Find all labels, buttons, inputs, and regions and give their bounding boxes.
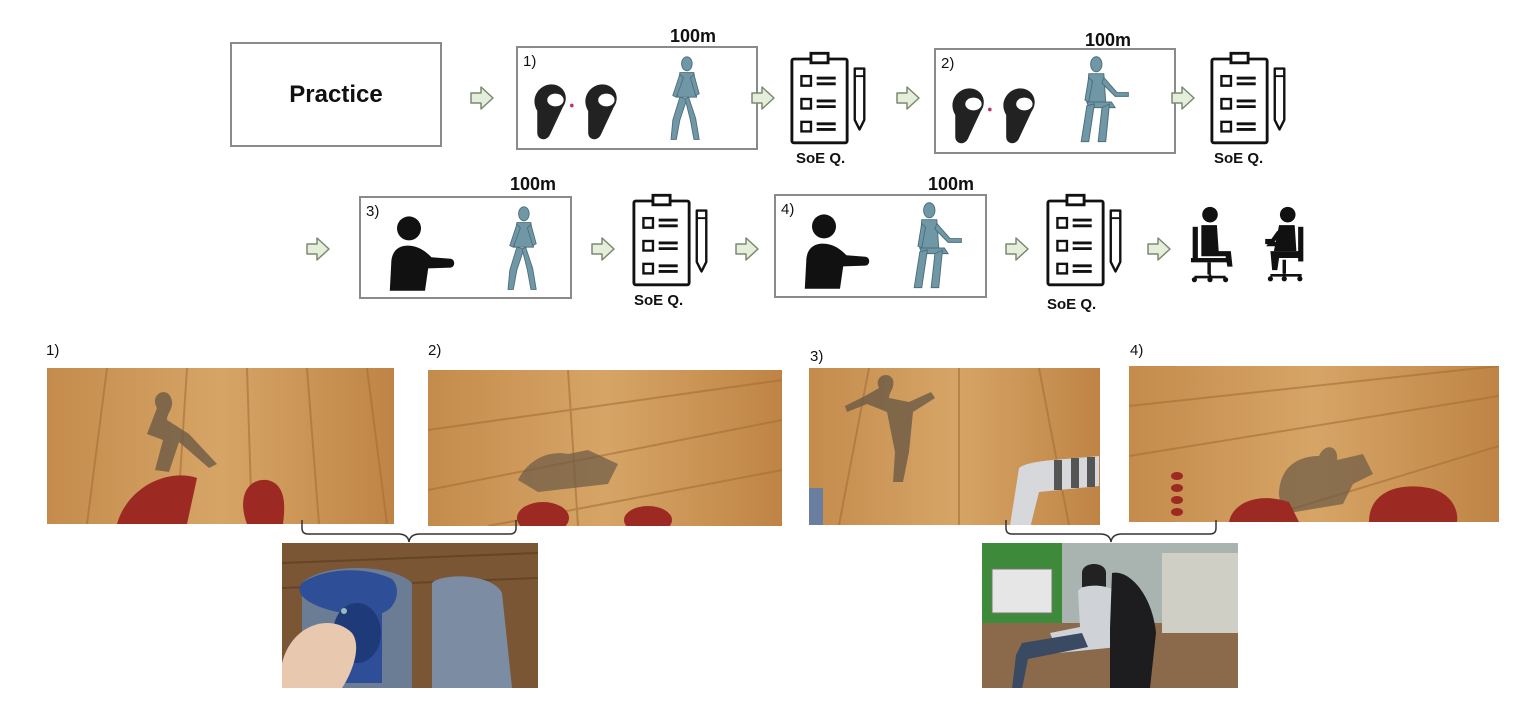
distance-label: 100m (510, 174, 557, 194)
practice-box: Practice (230, 42, 442, 147)
interviewer-icon (1260, 200, 1312, 290)
practice-label: Practice (289, 80, 383, 108)
questionnaire-label: SoE Q. (1047, 296, 1097, 313)
arrow-icon (895, 85, 921, 111)
person-icon (800, 212, 872, 292)
photo-number: 1) (46, 342, 60, 359)
arrow-icon (469, 85, 495, 111)
distance-label: 100m (1085, 30, 1132, 50)
condition-number: 1) (523, 53, 537, 70)
condition-box-1: 1) (516, 46, 758, 150)
controllers-icon (948, 72, 1048, 147)
bracket (301, 520, 517, 543)
arrow-icon (750, 85, 776, 111)
arrow-icon (734, 236, 760, 262)
arrow-icon (1004, 236, 1030, 262)
questionnaire-label: SoE Q. (1214, 150, 1264, 167)
person-icon (385, 214, 457, 294)
questionnaire-icon (1046, 192, 1126, 290)
vr-view-photo-3 (809, 368, 1100, 525)
seated-participant-photo (982, 543, 1238, 688)
arrow-icon (1146, 236, 1172, 262)
distance-label: 100m (928, 174, 975, 194)
vr-view-photo-4 (1129, 366, 1499, 522)
arrow-icon (590, 236, 616, 262)
condition-box-4: 4) (774, 194, 987, 298)
bracket (1005, 520, 1217, 543)
arrow-icon (1170, 85, 1196, 111)
condition-number: 2) (941, 55, 955, 72)
photo-number: 4) (1130, 342, 1144, 359)
condition-box-3: 3) (359, 196, 572, 299)
questionnaire-icon (632, 192, 712, 290)
mannequin-sitting-icon (1068, 54, 1134, 150)
distance-label: 100m (670, 26, 717, 46)
condition-number: 4) (781, 201, 795, 218)
controller-hand-photo (282, 543, 538, 688)
questionnaire-icon (790, 50, 870, 148)
mannequin-walking-icon (664, 52, 708, 146)
photo-number: 2) (428, 342, 442, 359)
condition-number: 3) (366, 203, 380, 220)
arrow-icon (305, 236, 331, 262)
questionnaire-icon (1210, 50, 1290, 148)
photo-number: 3) (810, 348, 824, 365)
vr-view-photo-2 (428, 370, 782, 526)
questionnaire-label: SoE Q. (634, 292, 684, 309)
vr-view-photo-1 (47, 368, 394, 524)
controllers-icon (530, 68, 630, 143)
mannequin-walking-icon (501, 202, 545, 296)
condition-box-2: 2) (934, 48, 1176, 154)
questionnaire-label: SoE Q. (796, 150, 846, 167)
mannequin-sitting-icon (901, 200, 967, 296)
interview-person-icon (1184, 200, 1236, 290)
